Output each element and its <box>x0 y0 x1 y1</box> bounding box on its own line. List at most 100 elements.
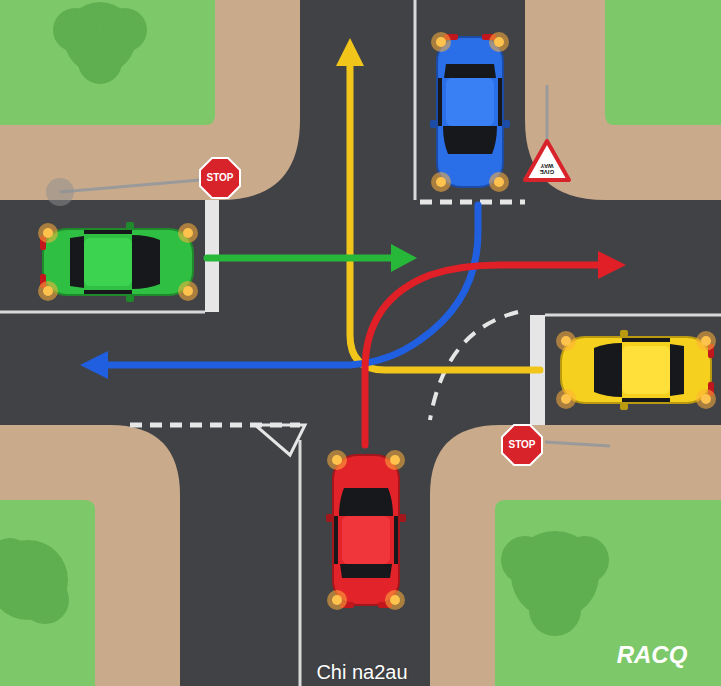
car <box>430 32 510 192</box>
indicator <box>183 228 193 238</box>
stop-sign <box>200 158 240 198</box>
movement-arrows <box>105 62 600 445</box>
indicator <box>332 595 342 605</box>
indicator-glow <box>556 331 576 351</box>
tree <box>0 538 69 624</box>
indicator-glow <box>696 389 716 409</box>
indicator <box>436 37 446 47</box>
mirror <box>126 222 134 229</box>
indicator-glow <box>327 450 347 470</box>
indicator <box>701 336 711 346</box>
mirror <box>620 330 628 337</box>
sign-pole <box>60 180 200 192</box>
mirror <box>399 514 406 522</box>
mirror <box>326 514 333 522</box>
indicator-glow <box>178 281 198 301</box>
cars <box>38 32 716 610</box>
sign-pole <box>546 85 549 148</box>
indicator <box>43 228 53 238</box>
car-body <box>437 37 503 187</box>
indicator <box>332 455 342 465</box>
roof <box>622 346 670 394</box>
indicator-glow <box>178 223 198 243</box>
indicator-glow <box>489 32 509 52</box>
arrowhead <box>80 351 108 379</box>
footpath <box>430 425 721 686</box>
windscreen <box>443 126 497 154</box>
indicator <box>390 455 400 465</box>
indicator-glow <box>489 172 509 192</box>
rear-window <box>670 344 684 396</box>
green-path <box>207 255 393 262</box>
roof <box>446 78 494 126</box>
windscreen <box>132 235 160 289</box>
indicator-glow <box>385 450 405 470</box>
slip-lane-dashes <box>430 312 518 420</box>
car <box>326 450 406 610</box>
mirror <box>503 120 510 128</box>
mirror <box>430 120 437 128</box>
tree <box>501 531 609 636</box>
give-way-text: GIVE WAY <box>538 162 556 175</box>
tree <box>53 2 147 84</box>
stop-sign <box>502 425 542 465</box>
roof <box>84 238 132 286</box>
indicator-glow <box>327 590 347 610</box>
indicator-glow <box>385 590 405 610</box>
car <box>38 222 198 302</box>
indicator <box>183 286 193 296</box>
rear-window <box>444 64 496 78</box>
indicator-glow <box>431 32 451 52</box>
roof <box>342 516 390 564</box>
side-windows <box>336 516 396 564</box>
side-windows <box>440 78 500 126</box>
rear-window <box>70 236 84 288</box>
car-body <box>43 229 193 295</box>
sign-pole <box>545 442 610 446</box>
red-path <box>365 265 600 445</box>
indicator <box>43 286 53 296</box>
brand-logo: RACQ <box>617 643 688 667</box>
car-body <box>561 337 711 403</box>
grass <box>0 0 215 125</box>
watermark: Chi na2au <box>316 662 407 682</box>
footpath <box>0 0 300 200</box>
yellow-path <box>350 62 540 370</box>
side-windows <box>84 232 132 292</box>
arrowhead <box>598 251 626 279</box>
blue-path <box>105 205 478 365</box>
stop-sign-text: STOP <box>206 173 233 183</box>
indicator <box>494 177 504 187</box>
give-way-sign <box>525 141 569 180</box>
rear-window <box>340 564 392 578</box>
car-body <box>333 455 399 605</box>
grass <box>495 500 721 686</box>
arrowhead <box>391 244 417 272</box>
sign-shadow <box>46 178 74 206</box>
mirror <box>620 403 628 410</box>
indicator-glow <box>556 389 576 409</box>
side-windows <box>622 340 670 400</box>
give-way-triangle-marking <box>255 425 305 455</box>
indicator <box>494 37 504 47</box>
indicator <box>390 595 400 605</box>
indicator <box>436 177 446 187</box>
windscreen <box>339 488 393 516</box>
indicator <box>701 394 711 404</box>
car <box>556 330 716 410</box>
arrowhead <box>336 38 364 66</box>
indicator-glow <box>38 223 58 243</box>
footpath <box>525 0 721 200</box>
mirror <box>126 295 134 302</box>
indicator-glow <box>38 281 58 301</box>
windscreen <box>594 343 622 397</box>
indicator-glow <box>431 172 451 192</box>
indicator <box>561 394 571 404</box>
stop-sign-text: STOP <box>508 440 535 450</box>
grass <box>605 0 721 125</box>
indicator <box>561 336 571 346</box>
